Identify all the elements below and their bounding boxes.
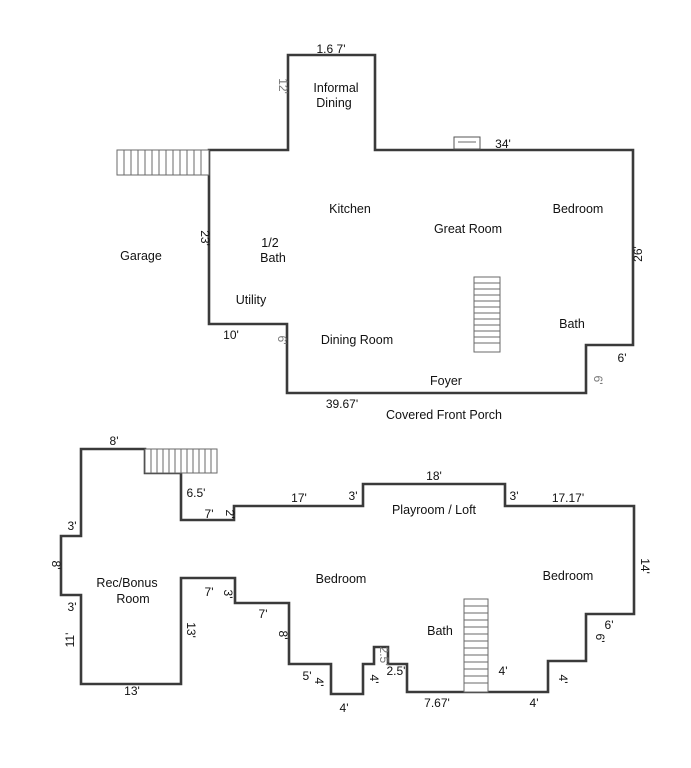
dim-closet-a-right: 4' (367, 675, 381, 684)
room-informal-dining-line2: Dining (316, 96, 351, 110)
room-half-bath-line2: Bath (260, 251, 286, 265)
dim-right-wall-upper: 14' (638, 558, 652, 574)
dim-bath-jog-width: 6' (618, 351, 627, 365)
dim-bedroom-step-7: 7' (259, 607, 268, 621)
room-informal-dining-line1: Informal (313, 81, 358, 95)
dim-right-step-6h: 6' (593, 634, 607, 643)
dim-utility-width: 10' (223, 328, 239, 342)
fireplace-box (453, 136, 481, 150)
garage-stairs (116, 149, 210, 176)
dim-closet-a-side-b: 4' (312, 678, 326, 687)
dim-closet-a-bottom: 4' (340, 701, 349, 715)
dim-loft-jog-right: 3' (510, 489, 519, 503)
dim-rec-left-bottom: 11' (63, 633, 77, 648)
dim-stair-drop: 6.5' (187, 486, 206, 500)
dim-right-wall: 26' (631, 246, 645, 262)
dim-step-2: 2' (223, 510, 237, 519)
room-playroom-loft: Playroom / Loft (392, 503, 477, 517)
dim-closet-c-right: 4' (556, 675, 570, 684)
interior-stairs (473, 276, 501, 353)
main-floor: Informal Dining Kitchen Great Room Bedro… (116, 42, 645, 422)
room-garage: Garage (120, 249, 162, 263)
dim-left-wall: 23' (198, 230, 212, 246)
dim-back-wall: 34' (495, 137, 511, 151)
dim-dining-jog: 6' (275, 336, 289, 345)
dim-loft-jog-left: 3' (349, 489, 358, 503)
dim-top-width: 1.6 7' (317, 42, 346, 56)
dim-right-step-6w: 6' (605, 618, 614, 632)
upper-stairs-bath (463, 598, 489, 693)
dim-closet-a-side: 5' (303, 669, 312, 683)
dim-loft-left-wall: 17' (291, 491, 307, 505)
upper-floor: Playroom / Loft Rec/Bonus Room Bedroom B… (49, 434, 652, 715)
room-dining-room: Dining Room (321, 333, 393, 347)
room-bath-main: Bath (559, 317, 585, 331)
dim-front-wall: 39.67' (326, 397, 358, 411)
dim-closet-b-side: 2.5' (377, 647, 391, 666)
upper-floor-outline (59, 447, 636, 696)
dim-rec-left-upper: 3' (68, 519, 77, 533)
room-foyer: Foyer (430, 374, 462, 388)
dim-closet-c-bottom: 4' (530, 696, 539, 710)
room-bedroom-main: Bedroom (553, 202, 604, 216)
main-floor-outline (207, 53, 635, 395)
room-utility: Utility (236, 293, 267, 307)
dim-bath-bottom: 7.67' (424, 696, 450, 710)
room-kitchen: Kitchen (329, 202, 371, 216)
room-rec-bonus-line2: Room (116, 592, 149, 606)
dim-step-3: 3' (221, 590, 235, 599)
room-bedroom-upper-right: Bedroom (543, 569, 594, 583)
dim-rec-left-mid: 8' (49, 561, 63, 570)
room-rec-bonus-line1: Rec/Bonus (96, 576, 157, 590)
dim-rec-right-wall: 13' (184, 622, 198, 638)
room-great-room: Great Room (434, 222, 502, 236)
room-covered-front-porch: Covered Front Porch (386, 408, 502, 422)
room-bedroom-upper-left: Bedroom (316, 572, 367, 586)
dim-dining-height: 12' (276, 78, 290, 94)
dim-rec-left-lower: 3' (68, 600, 77, 614)
dim-rec-bottom: 13' (124, 684, 140, 698)
room-half-bath-line1: 1/2 (261, 236, 278, 250)
upper-stairs-top (144, 448, 218, 474)
room-bath-upper: Bath (427, 624, 453, 638)
dim-step-7-lower: 7' (205, 585, 214, 599)
dim-rec-top: 8' (110, 434, 119, 448)
dim-closet-b-width: 2.5' (387, 664, 406, 678)
dim-step-7-upper: 7' (205, 507, 214, 521)
dim-bath-jog-height: 6' (591, 376, 605, 385)
dim-bedroom-step-8: 8' (276, 631, 290, 640)
dim-loft-right-wall: 17.17' (552, 491, 584, 505)
dim-stair-side: 4' (499, 664, 508, 678)
dim-loft-top: 18' (426, 469, 442, 483)
